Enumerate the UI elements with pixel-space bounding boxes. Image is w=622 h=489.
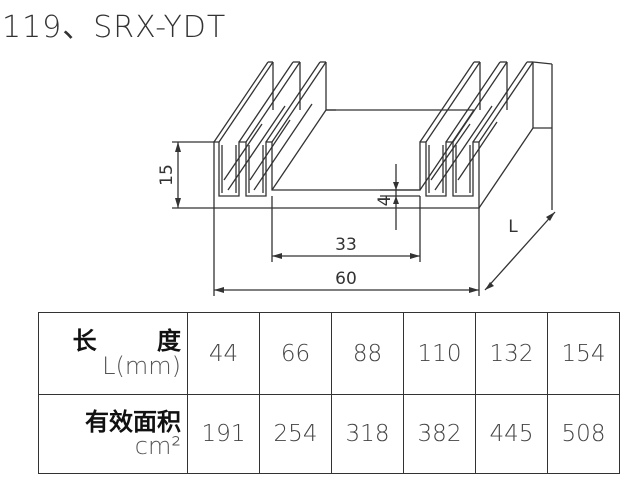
dim-total-width: 60 (335, 269, 357, 289)
row-header-length: 长 度 L(mm) (38, 312, 188, 395)
dim-height: 15 (157, 164, 177, 186)
length-value: 44 (187, 312, 260, 395)
dim-gap: 4 (375, 196, 395, 207)
length-value: 66 (259, 312, 332, 395)
length-value: 110 (403, 312, 476, 395)
dim-length: L (508, 217, 518, 237)
table-row-length: 长 度 L(mm) 44 66 88 110 132 154 (38, 312, 620, 395)
heatsink-drawing: 15 4 33 60 L (157, 61, 556, 296)
label-length-zh: 长 度 (72, 326, 207, 356)
area-value: 318 (331, 394, 404, 474)
area-value: 191 (187, 394, 260, 474)
area-value: 445 (475, 394, 548, 474)
area-value: 254 (259, 394, 332, 474)
label-area-unit: cm² (134, 432, 181, 460)
length-value: 88 (331, 312, 404, 395)
area-value: 508 (547, 394, 620, 474)
table-row-area: 有效面积 cm² 191 254 318 382 445 508 (38, 394, 620, 474)
spec-table: 长 度 L(mm) 44 66 88 110 132 154 有效面积 cm² … (38, 312, 620, 474)
length-value: 154 (547, 312, 620, 395)
length-value: 132 (475, 312, 548, 395)
row-header-area: 有效面积 cm² (38, 394, 188, 474)
dim-inner-width: 33 (335, 235, 357, 255)
label-area-zh: 有效面积 (85, 406, 181, 436)
label-length-unit: L(mm) (102, 351, 181, 380)
area-value: 382 (403, 394, 476, 474)
drawing-title: 119、SRX-YDT (2, 10, 227, 45)
